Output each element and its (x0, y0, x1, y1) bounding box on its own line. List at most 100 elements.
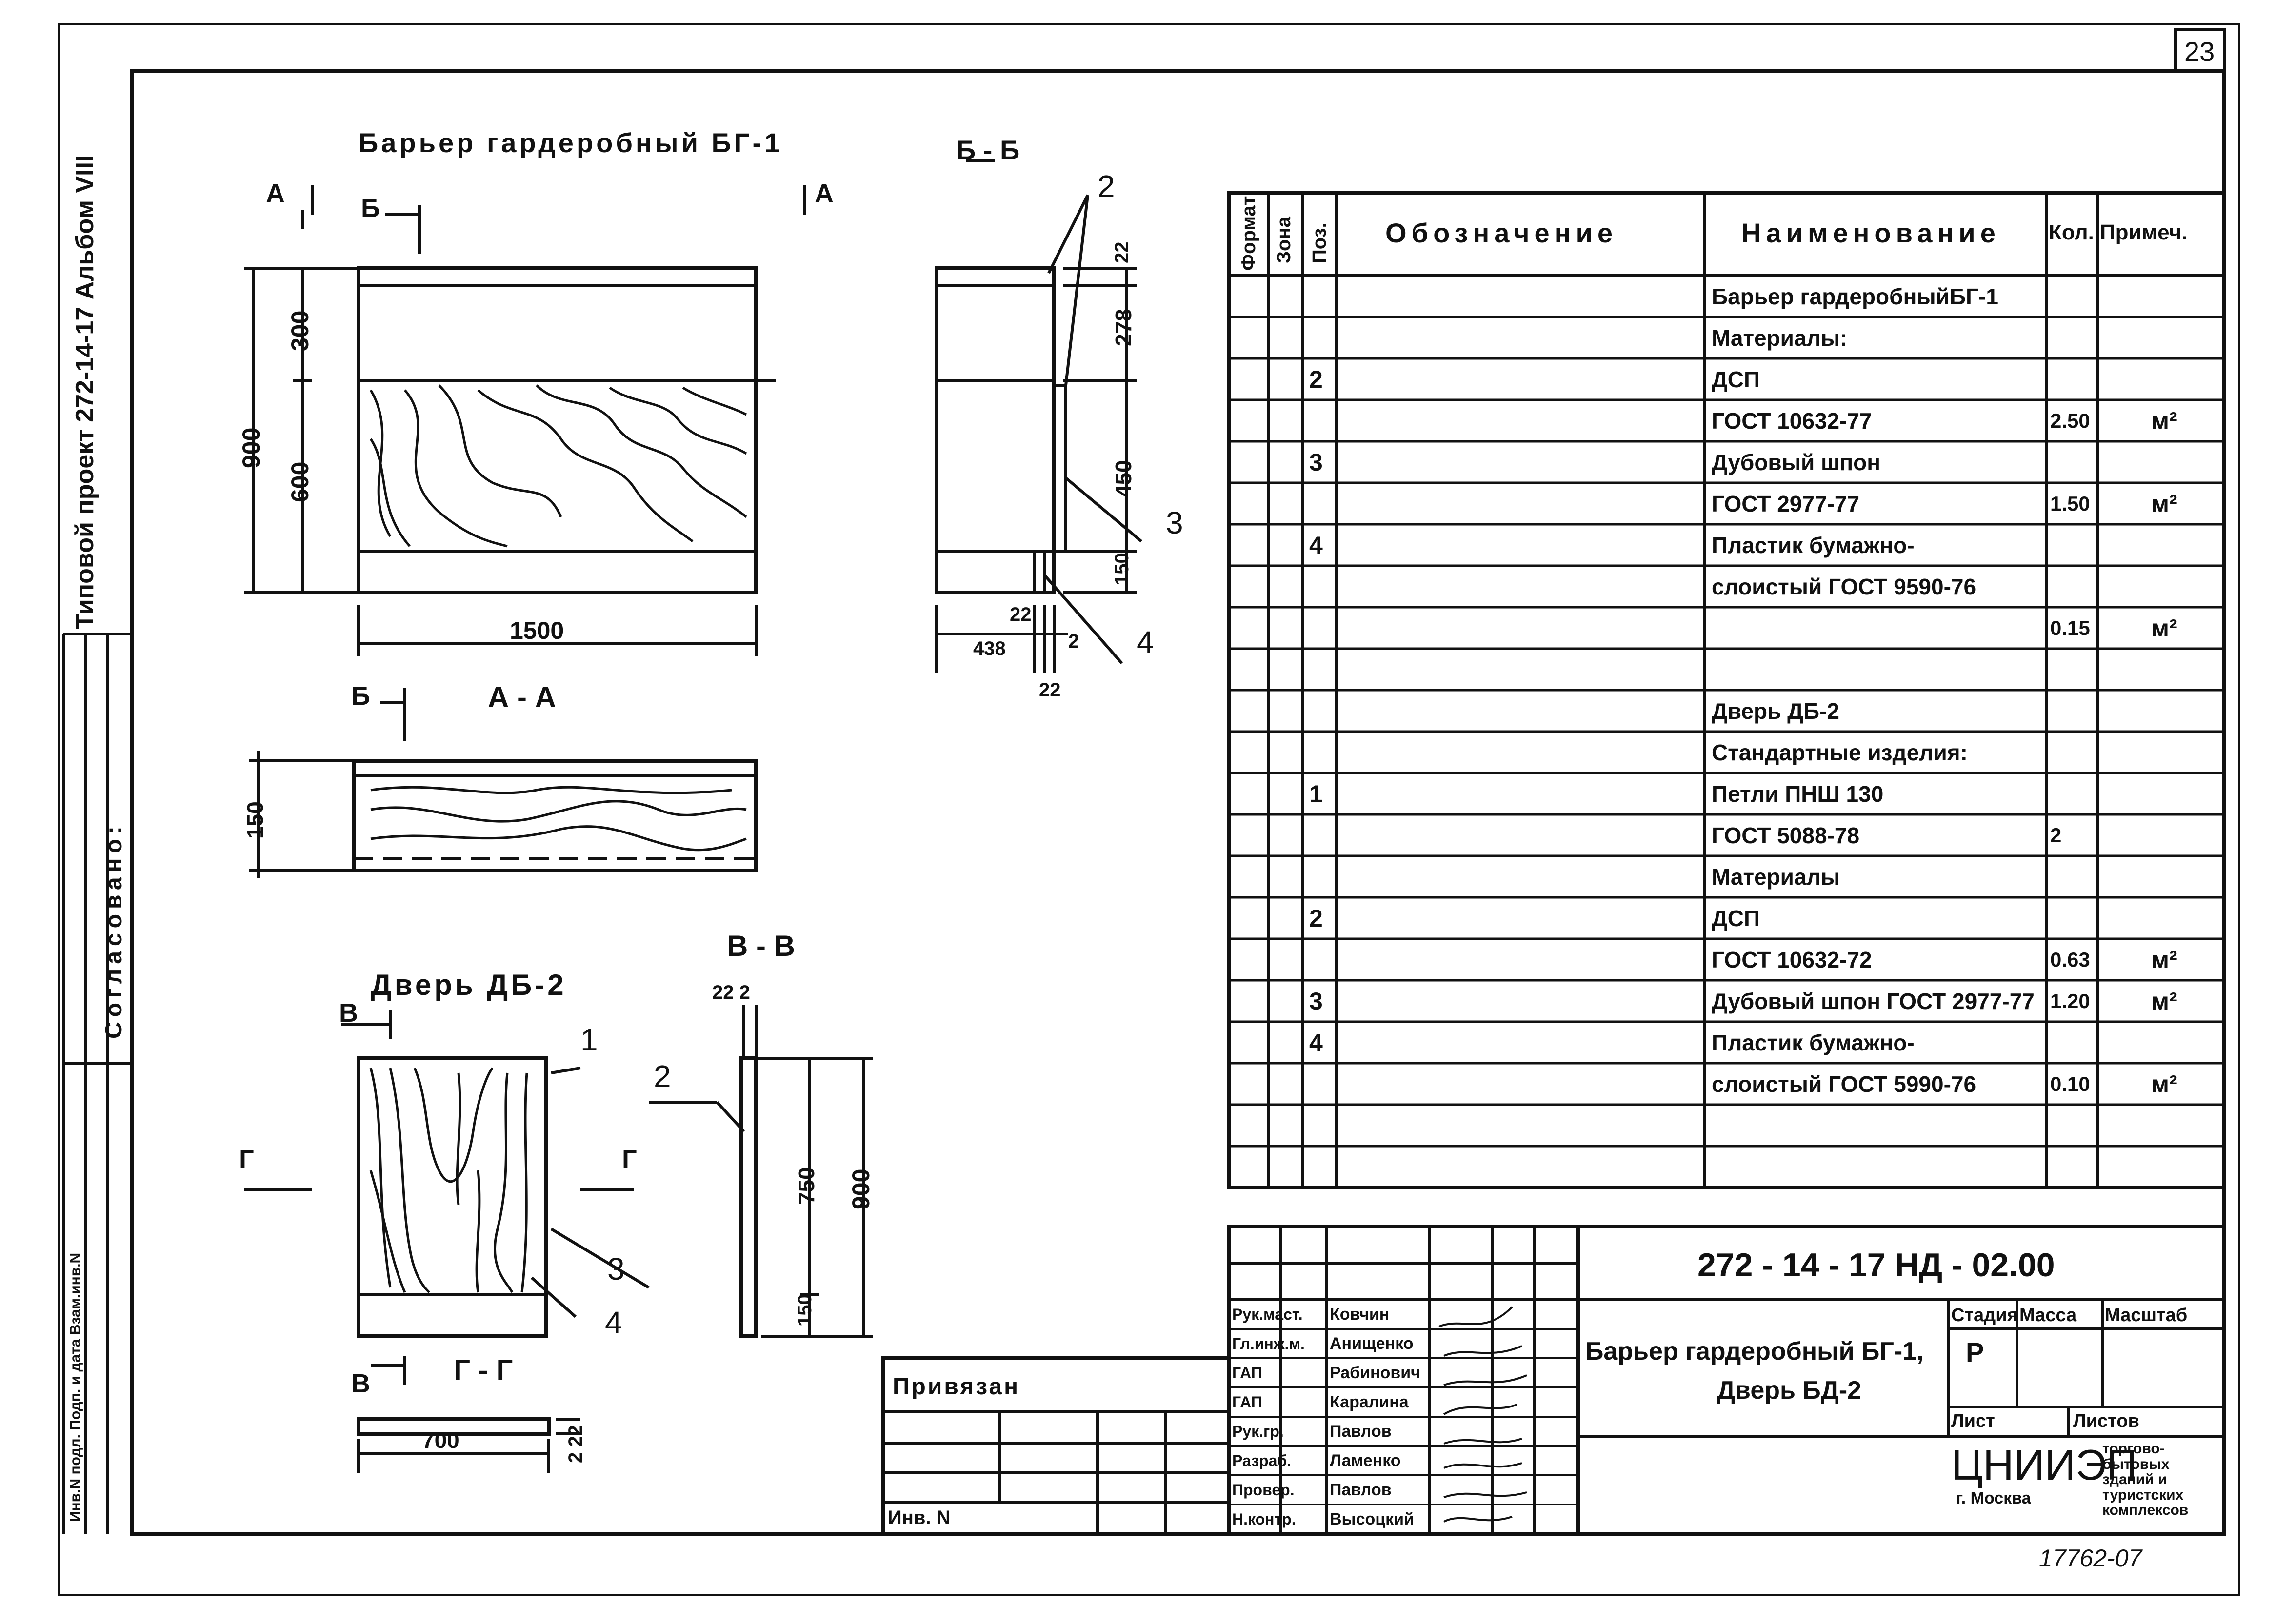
org-desc: торгово-бытовых зданий и туристских комп… (2102, 1441, 2189, 1518)
spec-cell-qty: 1.50 (2050, 492, 2090, 515)
dim-900b: 900 (847, 1168, 875, 1209)
spec-cell-note: м² (2151, 987, 2177, 1015)
spec-table-rows (1229, 316, 2224, 1148)
dim-278: 278 (1111, 309, 1136, 346)
org-name: ЦНИИЭП (1951, 1441, 2137, 1489)
cut-v: В (339, 998, 358, 1028)
cut-a-right: А (815, 179, 834, 208)
dim-1500: 1500 (510, 617, 564, 644)
dim-2: 2 (1068, 631, 1079, 652)
spec-cell-pos (1302, 566, 1337, 607)
staff-role: ГАП (1232, 1393, 1262, 1411)
section-bb-view (935, 159, 1142, 673)
dim-750: 750 (794, 1167, 819, 1205)
spec-header-zone: Зона (1273, 217, 1295, 263)
sheet-number-box (2174, 28, 2226, 72)
spec-cell-note (2097, 358, 2224, 400)
staff-name: Ламенко (1330, 1451, 1401, 1470)
dim-900: 900 (238, 427, 265, 468)
callout-4a: 4 (1137, 625, 1154, 660)
dim-700: 700 (422, 1427, 459, 1453)
spec-cell-pos (1302, 317, 1337, 358)
spec-header-pos: Поз. (1309, 222, 1330, 263)
sheet-number: 23 (2184, 36, 2215, 67)
spec-cell-qty: 2 (2050, 823, 2062, 847)
title-block-grid (881, 1225, 2226, 1536)
staff-name: Павлов (1330, 1480, 1392, 1499)
spec-cell-pos (1302, 483, 1337, 524)
section-aa-title: А - А (488, 681, 556, 713)
spec-cell-name: слоистый ГОСТ 5990-76 (1712, 1071, 1977, 1097)
spec-cell-note (2097, 732, 2224, 773)
spec-cell-pos (1302, 939, 1337, 980)
spec-cell-qty (2046, 566, 2097, 607)
spec-cell-note (2097, 856, 2224, 897)
spec-cell-note (2097, 1105, 2224, 1146)
spec-cell-qty (2046, 649, 2097, 690)
spec-cell-note (2097, 441, 2224, 483)
spec-header-qty: Кол. (2049, 220, 2094, 244)
door-view (244, 1010, 650, 1338)
callout-4b: 4 (605, 1305, 622, 1340)
spec-cell-qty (2046, 897, 2097, 939)
spec-cell-qty (2046, 317, 2097, 358)
dim-2-22: 2 22 (565, 1425, 586, 1463)
section-vv-view (649, 1005, 873, 1338)
spec-header-designation: Обозначение (1385, 218, 1618, 248)
staff-role: Гл.инж.м. (1232, 1334, 1305, 1352)
signatures (1438, 1306, 1527, 1523)
spec-cell-note (2097, 1146, 2224, 1188)
dim-450: 450 (1111, 460, 1136, 497)
stamp-side-label: Инв.N подл. Подп. и дата Взам.инв.N (67, 1252, 83, 1522)
spec-cell-name: Дубовый шпон ГОСТ 2977-77 (1712, 988, 2035, 1014)
spec-cell-note (2097, 897, 2224, 939)
spec-cell-name: Стандартные изделия: (1712, 739, 1968, 765)
spec-cell-name: ГОСТ 10632-72 (1712, 947, 1872, 972)
spec-cell-qty (2046, 1105, 2097, 1146)
staff-role: Рук.маст. (1232, 1305, 1303, 1323)
dim-22-2: 22 2 (712, 982, 750, 1003)
doc-title-line2: Дверь БД-2 (1717, 1376, 1862, 1405)
spec-cell-note (2097, 317, 2224, 358)
stage-value: Р (1966, 1337, 1984, 1367)
spec-cell-name: ГОСТ 2977-77 (1712, 491, 1860, 516)
dim-150c: 150 (794, 1294, 816, 1327)
spec-cell-pos (1302, 1146, 1337, 1188)
bound-label: Привязан (893, 1374, 1020, 1400)
scale-header: Масштаб (2105, 1305, 2188, 1326)
staff-role: Провер. (1232, 1481, 1295, 1499)
spec-cell-note: м² (2151, 407, 2177, 435)
spec-cell-qty (2046, 524, 2097, 566)
cut-b2: Б (351, 681, 370, 711)
cut-a-left: А (266, 179, 285, 208)
callout-3b: 3 (607, 1251, 625, 1287)
staff-role: Разраб. (1232, 1451, 1292, 1469)
section-aa-view (249, 688, 758, 878)
sheets-label: Листов (2073, 1411, 2139, 1431)
spec-cell-name: Материалы (1712, 864, 1840, 890)
spec-cell-name: Пластик бумажно- (1712, 1030, 1915, 1055)
door-title: Дверь ДБ-2 (371, 969, 567, 1001)
sheet-edge (58, 23, 2240, 1596)
spec-cell-pos (1302, 607, 1337, 649)
section-bb-title: Б - Б (956, 135, 1020, 165)
doc-title-line1: Барьер гардеробный БГ-1, (1585, 1337, 1924, 1366)
dim-438: 438 (973, 638, 1006, 659)
cut-g-left: Г (239, 1145, 254, 1174)
spec-cell-pos: 2 (1309, 904, 1323, 932)
spec-cell-qty: 2.50 (2050, 409, 2090, 432)
spec-cell-qty (2046, 732, 2097, 773)
spec-cell-pos (1302, 276, 1337, 317)
callout-2a: 2 (1098, 169, 1115, 204)
spec-cell-qty (2046, 441, 2097, 483)
dim-150a: 150 (1111, 553, 1133, 585)
spec-cell-pos (1302, 690, 1337, 732)
spec-cell-note: м² (2151, 490, 2177, 517)
spec-cell-name: ГОСТ 10632-77 (1712, 408, 1872, 434)
spec-cell-name: Барьер гардеробныйБГ-1 (1712, 283, 1998, 309)
spec-cell-note: м² (2151, 946, 2177, 973)
dim-22b: 22 (1010, 604, 1032, 625)
spec-cell-note (2097, 649, 2224, 690)
spec-cell-pos: 4 (1309, 531, 1323, 559)
